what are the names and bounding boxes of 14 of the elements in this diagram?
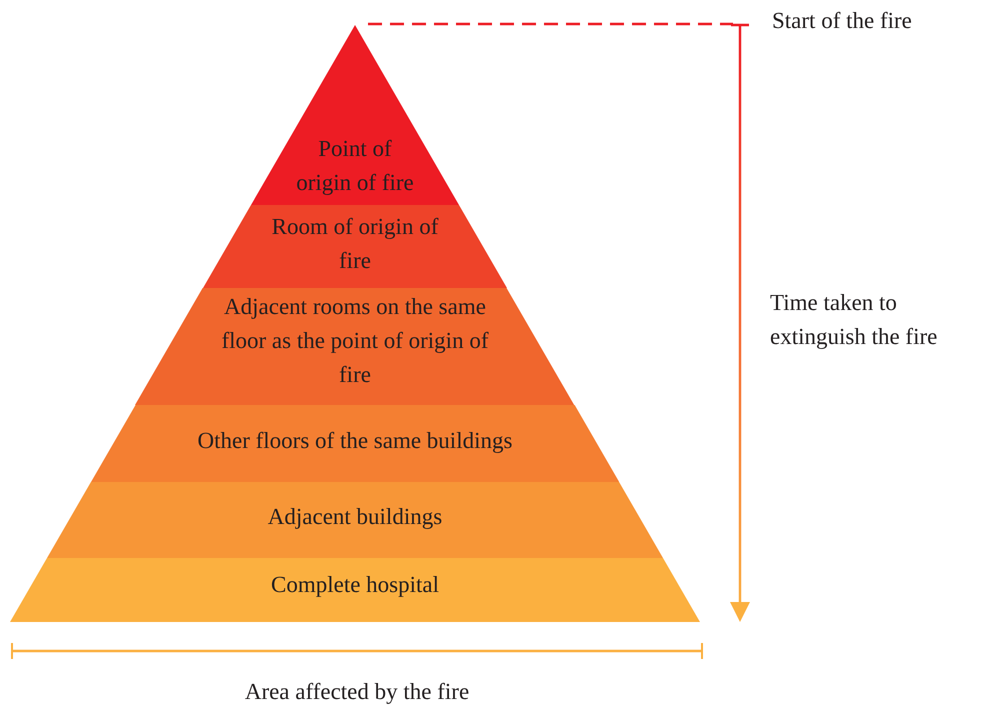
tier-label: Room of origin of fire: [270, 213, 440, 275]
annotation-text: Start of the fire: [772, 7, 913, 35]
pyramid-tier: [135, 288, 575, 405]
annotation-text: Area affected by the fire: [244, 678, 470, 706]
tier-label: Adjacent buildings: [266, 503, 444, 531]
pyramid-tier: [90, 405, 620, 482]
tier-label: Complete hospital: [270, 571, 440, 599]
pyramid-tier: [250, 25, 459, 205]
tier-label: Other floors of the same buildings: [196, 427, 514, 455]
pyramid-tier: [46, 482, 663, 558]
pyramid-tier: [10, 558, 700, 622]
tier-label: Adjacent rooms on the same floor as the point of origin of fire: [220, 293, 490, 389]
annotation-text: Time taken to extinguish the fire: [770, 289, 938, 351]
tier-label: Point of origin of fire: [295, 135, 415, 197]
